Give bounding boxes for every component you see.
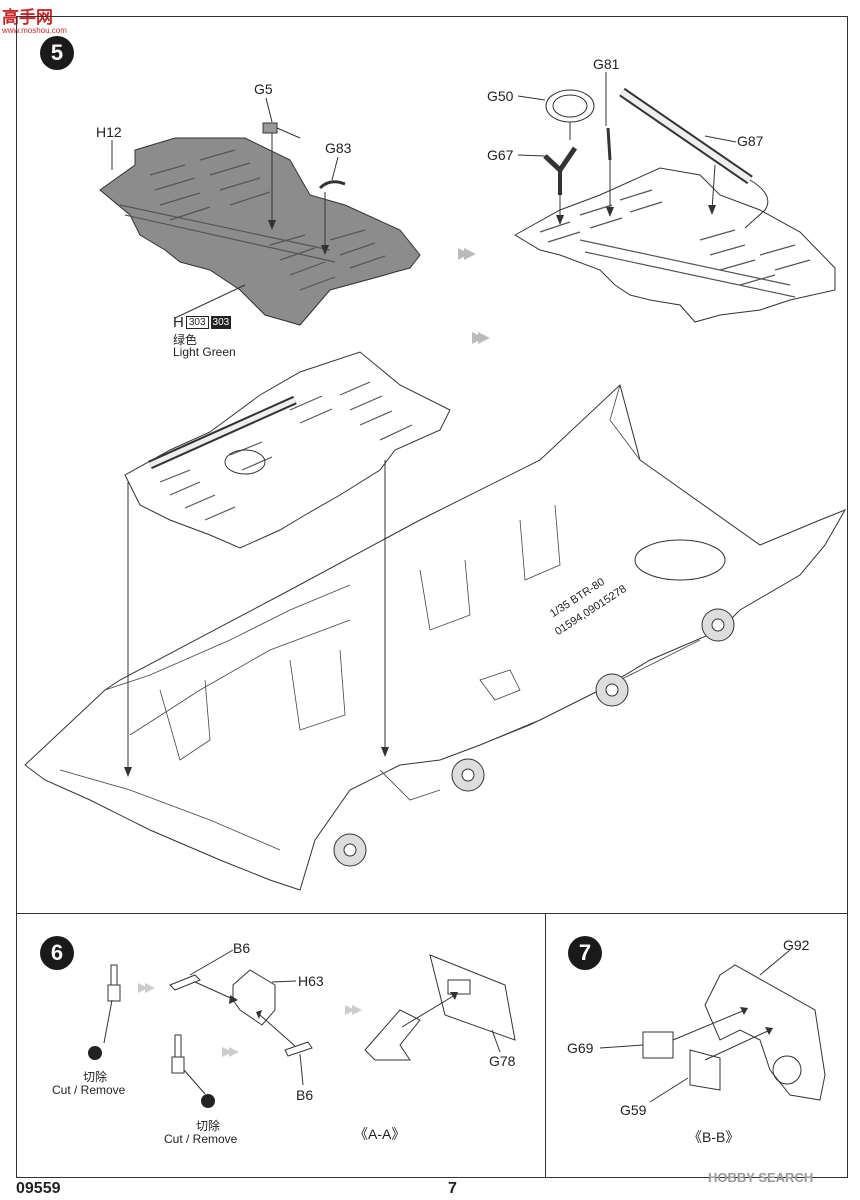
- part-label-g50: G50: [487, 88, 514, 104]
- step-6-badge: 6: [40, 936, 74, 970]
- cut-note-1-en: Cut / Remove: [52, 1083, 126, 1097]
- part-label-b6-bottom: B6: [296, 1087, 314, 1103]
- paint-code-box-2: 303: [210, 316, 232, 329]
- paint-code-box-1: 303: [185, 316, 209, 329]
- part-label-g5: G5: [254, 81, 273, 97]
- paint-name-cn: 绿色: [173, 333, 198, 347]
- cut-note-1-cn: 切除: [83, 1070, 108, 1084]
- part-label-g69: G69: [567, 1040, 594, 1056]
- page-number: 7: [448, 1180, 457, 1197]
- part-label-g81: G81: [593, 56, 620, 72]
- part-label-h12: H12: [96, 124, 122, 140]
- panel-step5: [16, 16, 848, 914]
- part-label-g78: G78: [489, 1053, 516, 1069]
- step-5-badge: 5: [40, 36, 74, 70]
- paint-name-en: Light Green: [173, 345, 236, 359]
- part-label-g59: G59: [620, 1102, 647, 1118]
- cut-note-2-cn: 切除: [196, 1119, 221, 1133]
- watermark-cn: 高手网: [2, 8, 53, 27]
- part-label-g87: G87: [737, 133, 764, 149]
- part-label-g83: G83: [325, 140, 352, 156]
- step-7-badge: 7: [568, 936, 602, 970]
- view-label-a-a: 《A-A》: [354, 1126, 406, 1142]
- view-label-b-b: 《B-B》: [688, 1129, 740, 1145]
- part-label-g67: G67: [487, 147, 514, 163]
- paint-code: H 303 303: [173, 314, 232, 331]
- part-label-b6-top: B6: [233, 940, 251, 956]
- part-label-g92: G92: [783, 937, 810, 953]
- watermark-logo: 高手网 www.moshou.com: [2, 3, 67, 35]
- paint-code-letter: H: [173, 314, 184, 331]
- hobby-search-watermark: HOBBY SEARCH: [708, 1170, 814, 1185]
- cut-note-2-en: Cut / Remove: [164, 1132, 238, 1146]
- panel-step7: [545, 913, 848, 1178]
- part-label-h63: H63: [298, 973, 324, 989]
- floor-plate-h12-drawing: [99, 137, 421, 326]
- watermark-url: www.moshou.com: [2, 26, 67, 35]
- kit-number: 09559: [16, 1180, 61, 1197]
